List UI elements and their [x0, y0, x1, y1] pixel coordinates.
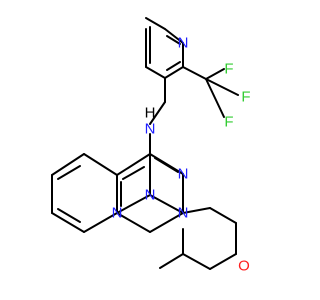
structure-svg: N H N F F F N N N N O: [51, 17, 251, 275]
atom-label-layer: N H N F F F N N N N O: [112, 35, 251, 275]
atom-o-morpholine: O: [238, 258, 250, 275]
bond-line-25: [122, 166, 145, 180]
atom-f3: F: [224, 114, 233, 131]
atom-f1: F: [224, 61, 233, 78]
bond-line-0: [145, 17, 166, 30]
bond-line-16: [116, 153, 151, 176]
bond-line-14: [149, 101, 166, 125]
bond-line-32: [83, 212, 118, 233]
bond-line-19: [149, 212, 184, 233]
bond-line-8: [166, 61, 181, 71]
bond-line-10: [205, 68, 225, 80]
bond-line-23: [116, 194, 151, 214]
atom-n-ring-bottom-mid: N: [145, 187, 156, 204]
bond-line-41: [159, 253, 184, 269]
bond-line-38: [209, 253, 237, 270]
bond-line-26: [154, 157, 179, 173]
atom-n-ring-bottom-left: N: [112, 205, 123, 222]
bond-line-28: [83, 153, 118, 176]
bond-line-35: [182, 207, 211, 214]
bond-line-11: [205, 78, 239, 96]
atom-f2: F: [241, 89, 250, 106]
atom-h-amine: H: [145, 105, 156, 122]
bond-line-36: [209, 207, 237, 224]
atom-n-pyridine-top: N: [178, 35, 189, 52]
bond-line-34: [57, 208, 81, 223]
bond-line-31: [51, 212, 85, 233]
bond-line-12: [205, 78, 225, 118]
bond-line-33: [57, 165, 81, 180]
bond-line-9: [182, 66, 207, 80]
bond-line-18: [116, 212, 151, 233]
bond-line-3: [164, 66, 184, 79]
atom-n-amine: N: [145, 121, 156, 138]
atom-n-ring-right: N: [178, 166, 189, 183]
bond-line-1: [164, 28, 184, 44]
bond-line-7: [166, 35, 181, 45]
molecule-diagram: N H N F F F N N N N O: [51, 17, 251, 275]
bond-line-24: [149, 194, 184, 214]
bond-line-39: [182, 253, 211, 270]
bond-line-29: [51, 153, 85, 176]
bond-line-4: [145, 66, 166, 79]
bond-layer: [51, 17, 239, 270]
atom-n-morpholine: N: [178, 205, 189, 222]
